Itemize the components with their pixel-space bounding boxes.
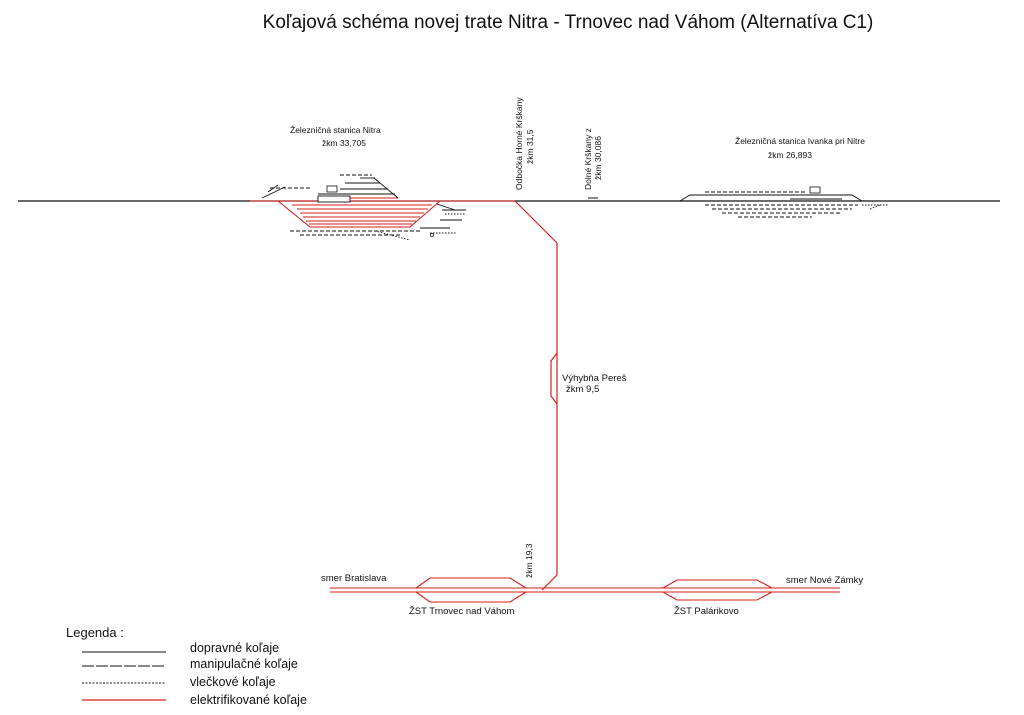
junction-km: žkm 19,3 [524, 543, 534, 578]
peres-name: Výhybňa Pereš [562, 373, 627, 384]
dolne-krskany-name: Dolné Krškany z [583, 128, 593, 190]
legend-label-3: elektrifikované koľaje [190, 693, 307, 707]
dolne-krskany-km: žkm 30,086 [593, 136, 603, 180]
palarikovo-station: ŽST Palárikovo [674, 606, 739, 617]
bottom-line-electrified [330, 577, 840, 603]
legend-label-2: vlečkové koľaje [190, 675, 276, 689]
diagram-title: Koľajová schéma novej trate Nitra - Trno… [263, 12, 874, 33]
ivanka-station-name: Železničná stanica Ivanka pri Nitre [735, 136, 865, 146]
legend-title: Legenda : [66, 625, 124, 640]
ivanka-station-tracks [679, 186, 888, 218]
new-line-electrified [514, 200, 558, 591]
legend: Legenda : dopravné koľaje manipulačné ko… [66, 625, 307, 707]
horne-krskany-name: Odbočka Horné Krškany [514, 97, 524, 190]
legend-label-1: manipulačné koľaje [190, 657, 298, 671]
legend-label-0: dopravné koľaje [190, 641, 279, 655]
trnovec-station: ŽST Trnovec nad Váhom [409, 606, 515, 617]
nitra-station-km: žkm 33,705 [322, 138, 366, 148]
peres-km: žkm 9,5 [566, 384, 599, 395]
nitra-station-tracks [250, 174, 515, 241]
nitra-station-name: Železničná stanica Nitra [290, 125, 381, 135]
horne-krskany-km: žkm 31,5 [525, 129, 535, 164]
ivanka-station-km: žkm 26,893 [768, 150, 812, 160]
dir-nove-zamky: smer Nové Zámky [786, 575, 863, 586]
dir-bratislava: smer Bratislava [321, 573, 387, 584]
